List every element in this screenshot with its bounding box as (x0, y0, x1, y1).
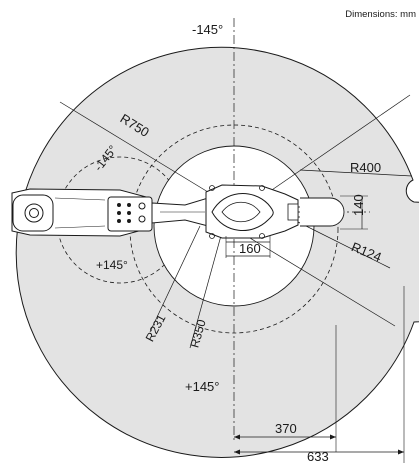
base-housing (211, 193, 274, 231)
mount-hole (259, 233, 265, 239)
r350-leader (189, 231, 223, 349)
dim-633-label: 633 (307, 449, 329, 463)
r124-leader (297, 221, 391, 269)
upper-right-sector-line (249, 94, 411, 206)
r750-leader (59, 101, 209, 193)
angle-inner-left-label: +145° (96, 258, 128, 272)
r231-leader (149, 225, 201, 333)
angle-top-label: -145° (192, 22, 223, 37)
lower-right-sector-line (239, 231, 396, 327)
angle-bottom-label: +145° (185, 379, 219, 394)
robot-base (205, 184, 345, 239)
robot-arm (11, 188, 209, 237)
dimensions-note: Dimensions: mm (345, 9, 416, 20)
mount-hole (259, 185, 265, 191)
mount-hole (209, 185, 215, 191)
radius-r400-label: R400 (350, 160, 381, 175)
dim-160-label: 160 (239, 241, 261, 256)
dim-140-label: 140 (351, 194, 366, 216)
dim-370-label: 370 (275, 421, 297, 436)
r400-leader (299, 169, 413, 177)
tool-flange (24, 203, 44, 223)
cable-connector (287, 203, 299, 221)
mount-hole (209, 233, 215, 239)
